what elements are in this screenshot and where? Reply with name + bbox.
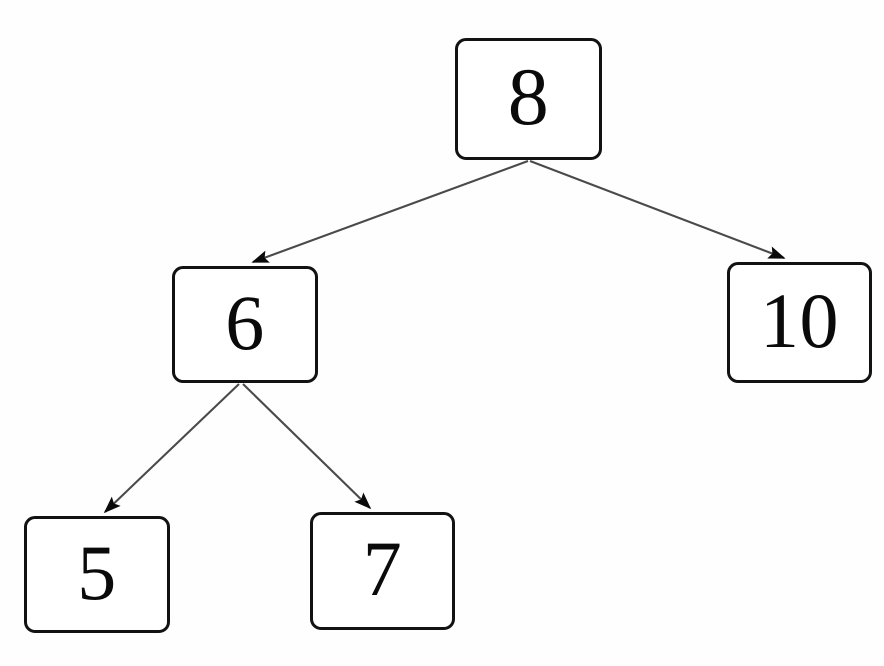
tree-node-7-label: 7 bbox=[362, 525, 403, 612]
tree-node-10[interactable]: 10 bbox=[727, 262, 872, 383]
tree-edge-6-to-5 bbox=[103, 383, 240, 514]
tree-node-8[interactable]: 8 bbox=[455, 38, 602, 160]
tree-node-6-label: 6 bbox=[225, 278, 265, 366]
tree-node-10-label: 10 bbox=[760, 276, 839, 364]
tree-node-8-label: 8 bbox=[507, 51, 550, 142]
tree-edge-8-to-10 bbox=[529, 160, 786, 259]
tree-edge-6-to-7 bbox=[242, 383, 372, 510]
tree-edge-8-to-6 bbox=[251, 160, 529, 263]
tree-node-6[interactable]: 6 bbox=[172, 266, 318, 383]
tree-node-5-label: 5 bbox=[77, 528, 117, 616]
tree-node-5[interactable]: 5 bbox=[24, 516, 170, 633]
tree-node-7[interactable]: 7 bbox=[310, 512, 455, 630]
